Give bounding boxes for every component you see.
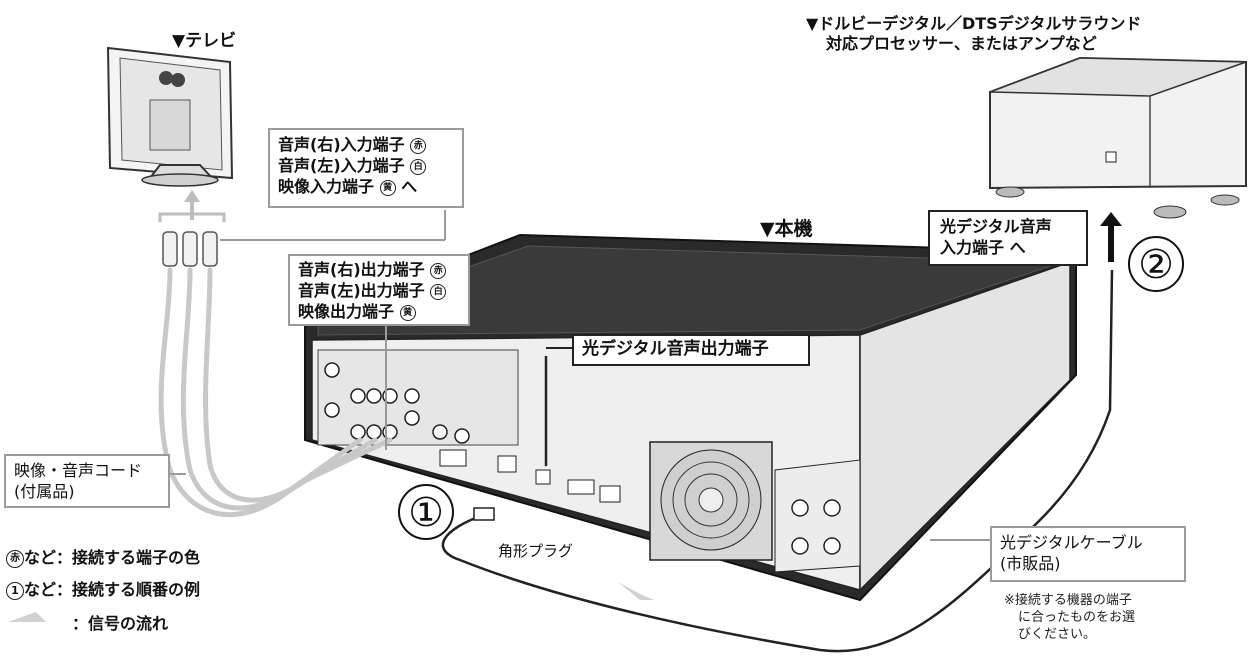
legend-step-mark: 1	[6, 581, 24, 600]
amp-signal-arrow	[1100, 212, 1122, 262]
legend-red-mark: 赤	[6, 549, 24, 568]
av-cord-line1: 映像・音声コード	[14, 461, 143, 480]
square-plug	[473, 507, 495, 521]
rec-audio-r-label: 音声(右)出力端子	[298, 260, 425, 279]
note-line1: ※接続する機器の端子	[1004, 593, 1132, 608]
legend-color-text: など：接続する端子の色	[24, 548, 201, 567]
optical-input-line2: 入力端子 へ	[940, 238, 1026, 257]
flow-arrow	[618, 582, 654, 600]
recorder-heading: ▼本機	[760, 218, 813, 240]
av-cord-line2: (付属品)	[14, 482, 75, 501]
step-1-marker: ①	[398, 484, 454, 540]
tv-audio-r-label: 音声(右)入力端子	[278, 135, 405, 154]
optical-output-label: 光デジタル音声出力端子	[572, 334, 810, 366]
optical-cable-line2: (市販品)	[1000, 554, 1061, 573]
tv-input-suffix: へ	[401, 177, 418, 196]
note-line2: に合ったものをお選	[1018, 610, 1136, 625]
legend-order-text: など：接続する順番の例	[24, 580, 201, 599]
legend-flow-arrow	[8, 612, 46, 622]
rec-audio-l-label: 音声(左)出力端子	[298, 281, 425, 300]
av-cord-box: 映像・音声コード (付属品)	[4, 454, 170, 508]
amp-heading-line2: 対応プロセッサー、またはアンプなど	[826, 34, 1097, 53]
tv-audio-l-label: 音声(左)入力端子	[278, 156, 405, 175]
tv-signal-arrow	[158, 190, 226, 222]
optical-cable-box: 光デジタルケーブル (市販品)	[990, 526, 1186, 582]
optical-cable-line1: 光デジタルケーブル	[1000, 533, 1143, 552]
recorder-output-terminals-box: 音声(右)出力端子 赤 音声(左)出力端子 白 映像出力端子 黄	[288, 254, 470, 326]
tv-heading: ▼テレビ	[172, 31, 237, 51]
yellow-mark: 黄	[379, 179, 396, 196]
amp-heading-line1: ▼ドルビーデジタル／DTSデジタルサラウンド	[806, 14, 1142, 33]
step-2-marker: ②	[1128, 236, 1184, 292]
leader-lines	[168, 210, 990, 541]
square-plug-label: 角形プラグ	[498, 542, 574, 560]
legend-color: 赤など：接続する端子の色	[6, 544, 200, 568]
optical-input-line1: 光デジタル音声	[940, 217, 1052, 236]
tv-video-label: 映像入力端子	[278, 177, 375, 196]
tv-input-terminals-box: 音声(右)入力端子 赤 音声(左)入力端子 白 映像入力端子 黄 へ	[268, 128, 464, 208]
amp-illustration	[989, 56, 1247, 219]
red-mark: 赤	[410, 137, 427, 154]
red-mark: 赤	[430, 262, 447, 279]
optical-cable-note: ※接続する機器の端子 に合ったものをお選 びください。	[1004, 592, 1135, 643]
tv-illustration	[106, 46, 234, 187]
optical-cable	[441, 269, 1114, 653]
rec-video-label: 映像出力端子	[298, 302, 395, 321]
white-mark: 白	[430, 283, 447, 300]
recorder-illustration	[304, 233, 1077, 602]
av-plugs	[162, 231, 218, 267]
white-mark: 白	[410, 158, 427, 175]
yellow-mark: 黄	[399, 304, 416, 321]
legend-flow: ：信号の流れ	[72, 614, 169, 633]
note-line3: びください。	[1018, 627, 1097, 642]
optical-input-box: 光デジタル音声 入力端子 へ	[928, 210, 1088, 266]
